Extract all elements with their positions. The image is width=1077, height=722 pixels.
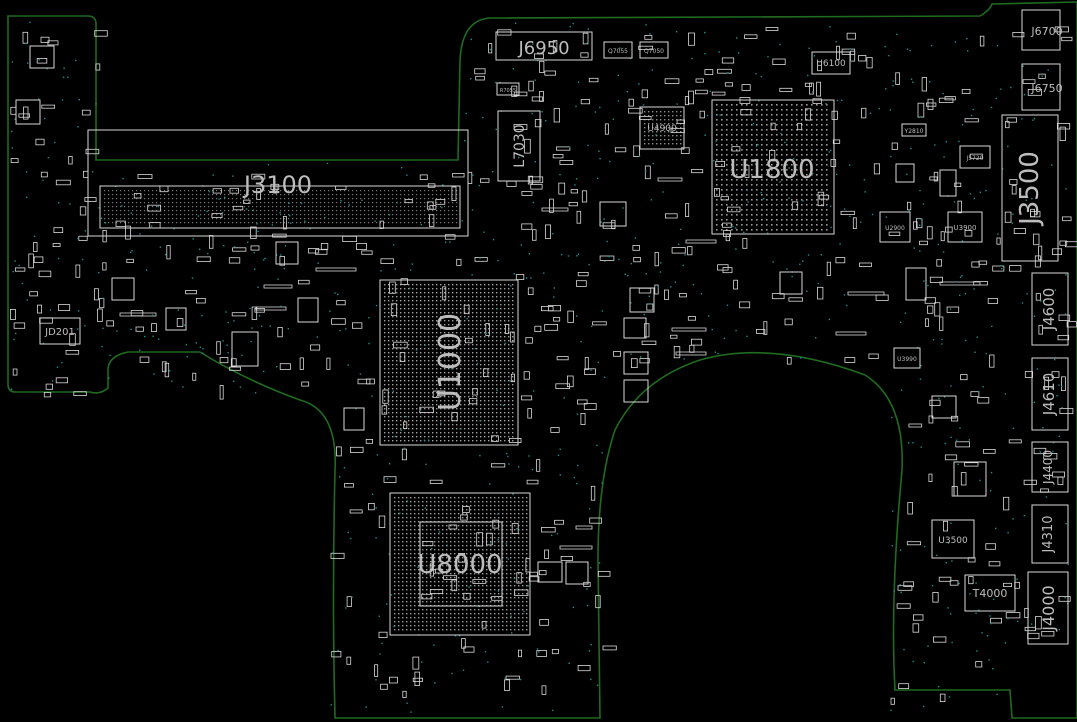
inductor-l7030-label: L7030: [512, 124, 528, 167]
chip-u4900[interactable]: U4900: [639, 106, 685, 150]
resistor-r7055[interactable]: R7055: [496, 82, 520, 96]
transformer-t4000[interactable]: T4000: [964, 574, 1016, 612]
ic-mid-12: [599, 201, 627, 227]
chip-u2900-label: U2900: [885, 225, 905, 232]
connector-j4600-label: J4600: [1040, 288, 1058, 332]
resistor-r7055-label: R7055: [500, 88, 516, 94]
crystal-y2810-label: Y2810: [904, 128, 924, 135]
connector-j6950-label: J6950: [517, 38, 569, 59]
ic-mid-13: [779, 271, 803, 295]
connector-j5720-label: J5720: [965, 155, 983, 162]
connector-j3100[interactable]: J3100: [87, 129, 469, 237]
chip-u8000-label: U8000: [417, 550, 502, 580]
connector-j4400[interactable]: J4400: [1031, 441, 1069, 493]
connector-j3500-label: J3500: [1015, 151, 1045, 227]
bga-ball-grid: [716, 104, 828, 231]
bga-ball-grid: [384, 284, 514, 442]
connector-j4000[interactable]: J4000: [1027, 571, 1069, 645]
chip-u3500-label: U3500: [938, 536, 968, 546]
ic-left-bottom: [111, 277, 135, 301]
ic-mid-15: [953, 461, 987, 497]
connector-j3500[interactable]: J3500: [1001, 114, 1059, 262]
transistor-q7050-label: Q7050: [644, 48, 664, 55]
connector-j6950[interactable]: J6950: [495, 31, 593, 61]
ic-mid-3: [297, 297, 319, 323]
connector-j3100-label: J3100: [242, 171, 312, 199]
connector-j6750[interactable]: J6750: [1021, 63, 1063, 111]
ic-left-top: [29, 45, 55, 69]
ic-mid-6: [629, 287, 655, 313]
ic-mid-4: [231, 331, 259, 367]
ic-mid-11: [565, 561, 589, 585]
transformer-t4000-label: T4000: [972, 587, 1008, 600]
connector-j6750-label: J6750: [1030, 82, 1062, 95]
connector-j4310[interactable]: J4310: [1031, 504, 1069, 564]
connector-jd201[interactable]: JD201: [39, 317, 81, 345]
ic-mid-2: [275, 241, 299, 265]
ic-mid-7: [623, 317, 647, 339]
ic-mid-1: [165, 307, 187, 331]
chip-u2900[interactable]: U2900: [879, 211, 911, 243]
chip-u3990-label: U3990: [897, 356, 917, 363]
ic-mid-18: [939, 169, 957, 197]
connector-j4400-label: J4400: [1041, 450, 1055, 485]
connector-j4600[interactable]: J4600: [1031, 272, 1069, 346]
connector-jd201-label: JD201: [44, 327, 75, 338]
chip-u1800[interactable]: U1800: [711, 99, 835, 235]
connector-j6700[interactable]: J6700: [1021, 9, 1063, 51]
chip-u3500[interactable]: U3500: [931, 519, 975, 559]
chip-u3990[interactable]: U3990: [893, 347, 921, 369]
bga-ball-grid: [644, 111, 682, 145]
ic-left-mid: [15, 99, 41, 125]
chip-u6100[interactable]: U6100: [811, 51, 851, 75]
ic-mid-5: [343, 407, 365, 431]
board-outline: [7, 1, 1077, 719]
ic-mid-8: [623, 351, 649, 375]
ic-mid-16: [905, 267, 927, 301]
small-components: [10, 26, 1077, 705]
chip-u6100-label: U6100: [816, 59, 846, 69]
connector-j4610-label: J4610: [1040, 373, 1058, 417]
test-vias: [10, 21, 1069, 713]
ic-mid-17: [895, 163, 915, 183]
chip-u1000[interactable]: U1000: [379, 279, 519, 446]
inductor-l7030[interactable]: L7030: [497, 110, 541, 182]
connector-j5720[interactable]: J5720: [959, 145, 991, 169]
chip-u4900-label: U4900: [647, 124, 677, 134]
connector-j4310-label: J4310: [1041, 516, 1056, 554]
connector-j4610[interactable]: J4610: [1031, 357, 1069, 431]
ic-mid-9: [623, 379, 649, 403]
chip-u3900-label: U3900: [954, 224, 977, 232]
ic-mid-14: [931, 395, 957, 419]
transistor-q7055[interactable]: Q7055: [603, 41, 633, 59]
ic-mid-10: [537, 561, 563, 583]
transistor-q7055-label: Q7055: [608, 48, 628, 55]
chip-u8000[interactable]: U8000: [389, 492, 531, 636]
chip-u1000-label: U1000: [433, 313, 468, 411]
transistor-q7050[interactable]: Q7050: [639, 41, 669, 59]
chip-u3900[interactable]: U3900: [947, 211, 983, 243]
crystal-y2810[interactable]: Y2810: [901, 123, 927, 137]
connector-j6700-label: J6700: [1030, 25, 1062, 38]
chip-u1800-label: U1800: [729, 155, 814, 185]
connector-j4000-label: J4000: [1039, 585, 1058, 631]
